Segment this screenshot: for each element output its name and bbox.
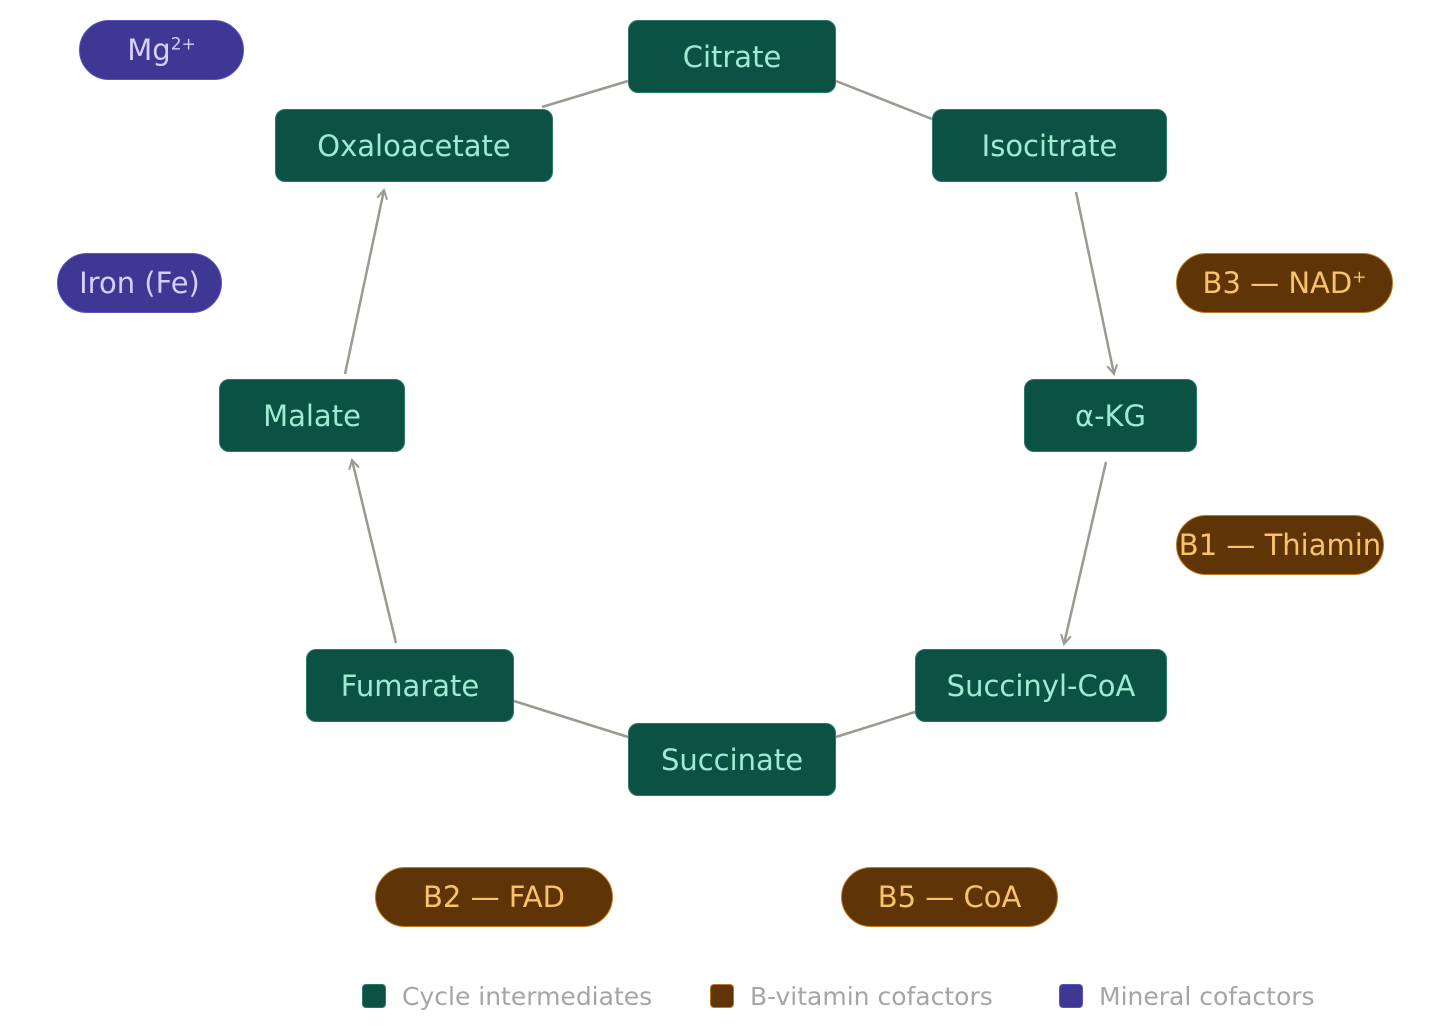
edge-oxaloacetate-citrate xyxy=(541,79,629,109)
legend-item-cycle: Cycle intermediates xyxy=(362,978,652,1014)
legend-swatch-vitamin xyxy=(710,984,734,1008)
cofactor-b2-label: B2 — FAD xyxy=(423,880,565,914)
node-fumarate: Fumarate xyxy=(306,649,514,722)
node-succinyl-coa: Succinyl-CoA xyxy=(915,649,1167,722)
edge-malate-oxaloacetate xyxy=(343,190,384,375)
legend-swatch-cycle xyxy=(362,984,386,1008)
node-akg-label: α-KG xyxy=(1074,398,1147,433)
cofactor-iron-label: Iron (Fe) xyxy=(79,266,200,300)
edge-fumarate-malate xyxy=(352,460,398,644)
node-isocitrate: Isocitrate xyxy=(932,109,1167,182)
node-succinate: Succinate xyxy=(628,723,836,796)
edge-akg-succinyl-coa xyxy=(1064,461,1108,644)
cofactor-b5-label: B5 — CoA xyxy=(877,880,1022,914)
cofactor-b5-coa: B5 — CoA xyxy=(841,867,1058,927)
node-malate: Malate xyxy=(219,379,405,452)
edge-succinyl-coa-succinate xyxy=(835,710,916,739)
legend-label-cycle: Cycle intermediates xyxy=(402,981,653,1011)
cofactor-b2-fad: B2 — FAD xyxy=(375,867,613,927)
cofactor-b3-nad: B3 — NAD+ xyxy=(1176,253,1393,313)
legend-label-vitamin: B-vitamin cofactors xyxy=(750,981,993,1011)
edge-succinate-fumarate xyxy=(513,699,629,739)
node-succinate-label: Succinate xyxy=(660,742,804,777)
cofactor-magnesium-label: Mg2+ xyxy=(127,33,196,67)
cofactor-b1-label: B1 — Thiamin xyxy=(1178,528,1382,562)
cofactor-b3-label: B3 — NAD+ xyxy=(1202,266,1367,300)
node-citrate-label: Citrate xyxy=(682,39,782,74)
legend: Cycle intermediates B-vitamin cofactors … xyxy=(0,978,1446,1014)
node-oxaloacetate: Oxaloacetate xyxy=(275,109,553,182)
node-fumarate-label: Fumarate xyxy=(340,668,480,703)
node-akg: α-KG xyxy=(1024,379,1197,452)
cofactor-iron: Iron (Fe) xyxy=(57,253,222,313)
edge-isocitrate-akg xyxy=(1074,191,1114,374)
cofactor-b1-thiamin: B1 — Thiamin xyxy=(1176,515,1384,575)
node-citrate: Citrate xyxy=(628,20,836,93)
edge-citrate-isocitrate xyxy=(835,79,933,121)
legend-item-mineral: Mineral cofactors xyxy=(1059,978,1315,1014)
node-malate-label: Malate xyxy=(263,398,361,433)
legend-swatch-mineral xyxy=(1059,984,1083,1008)
cofactor-magnesium-superscript: 2+ xyxy=(170,34,196,55)
node-isocitrate-label: Isocitrate xyxy=(981,128,1118,163)
legend-item-vitamin: B-vitamin cofactors xyxy=(710,978,993,1014)
cofactor-b3-superscript: + xyxy=(1352,267,1367,288)
legend-label-mineral: Mineral cofactors xyxy=(1099,981,1315,1011)
node-oxaloacetate-label: Oxaloacetate xyxy=(317,128,511,163)
node-succinyl-coa-label: Succinyl-CoA xyxy=(946,668,1136,703)
cofactor-magnesium: Mg2+ xyxy=(79,20,244,80)
